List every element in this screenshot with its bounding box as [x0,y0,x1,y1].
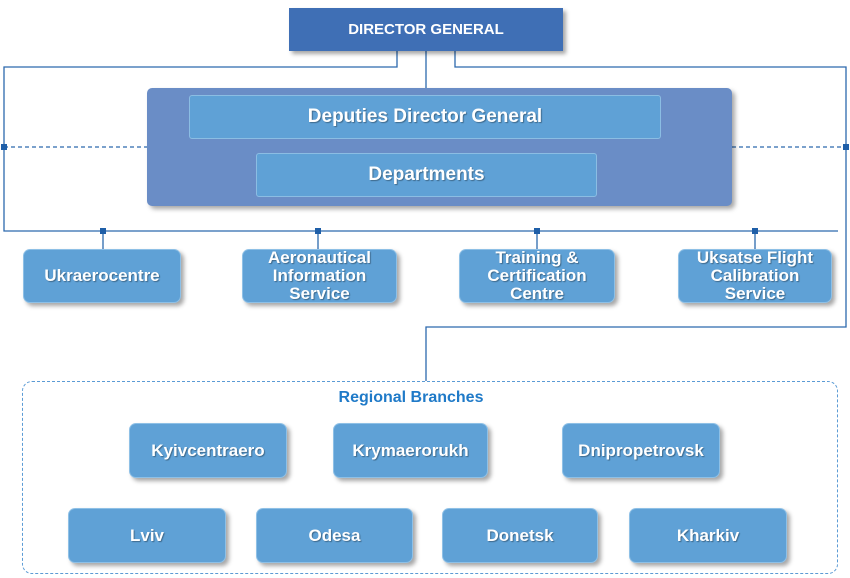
junction-dot [752,228,758,234]
deputies-label: Deputies Director General [307,106,543,127]
regional-branches-title: Regional Branches [338,389,484,406]
departments-box: Departments [256,153,597,197]
unit-label: Ukraerocentre [44,266,160,285]
departments-label: Departments [368,164,485,185]
branch-kyivcentraero: Kyivcentraero [129,423,287,478]
unit-flight-calibration-service: Uksatse Flight Calibration Service [678,249,832,303]
connector-right [425,51,847,381]
branch-kharkiv: Kharkiv [629,508,787,563]
branch-label: Kharkiv [676,525,740,545]
deputies-box: Deputies Director General [189,95,661,139]
director-general-label: DIRECTOR GENERAL [348,21,504,38]
unit-aeronautical-information-service: Aeronautical Information Service [242,249,397,303]
branch-label: Dnipropetrovsk [578,440,704,460]
junction-dot [315,228,321,234]
branch-donetsk: Donetsk [442,508,598,563]
branch-label: Krymaerorukh [352,440,469,460]
junction-dot [534,228,540,234]
branch-label: Odesa [308,525,361,545]
unit-label: Uksatse Flight Calibration Service [696,248,814,303]
branch-krymaerorukh: Krymaerorukh [333,423,488,478]
branch-lviv: Lviv [68,508,226,563]
unit-ukraerocentre: Ukraerocentre [23,249,181,303]
regional-branches-frame [22,381,838,574]
branch-label: Kyivcentraero [151,440,265,460]
director-general-box: DIRECTOR GENERAL [289,8,563,51]
unit-label: Training & Certification Centre [487,248,587,303]
unit-label: Aeronautical Information Service [268,248,371,303]
junction-dot [100,228,106,234]
junction-dot [1,144,7,150]
junction-dot [843,144,849,150]
unit-training-certification-centre: Training & Certification Centre [459,249,615,303]
branch-label: Lviv [129,525,165,545]
branch-odesa: Odesa [256,508,413,563]
connector-left [3,51,838,232]
branch-label: Donetsk [486,525,554,545]
branch-dnipropetrovsk: Dnipropetrovsk [562,423,720,478]
